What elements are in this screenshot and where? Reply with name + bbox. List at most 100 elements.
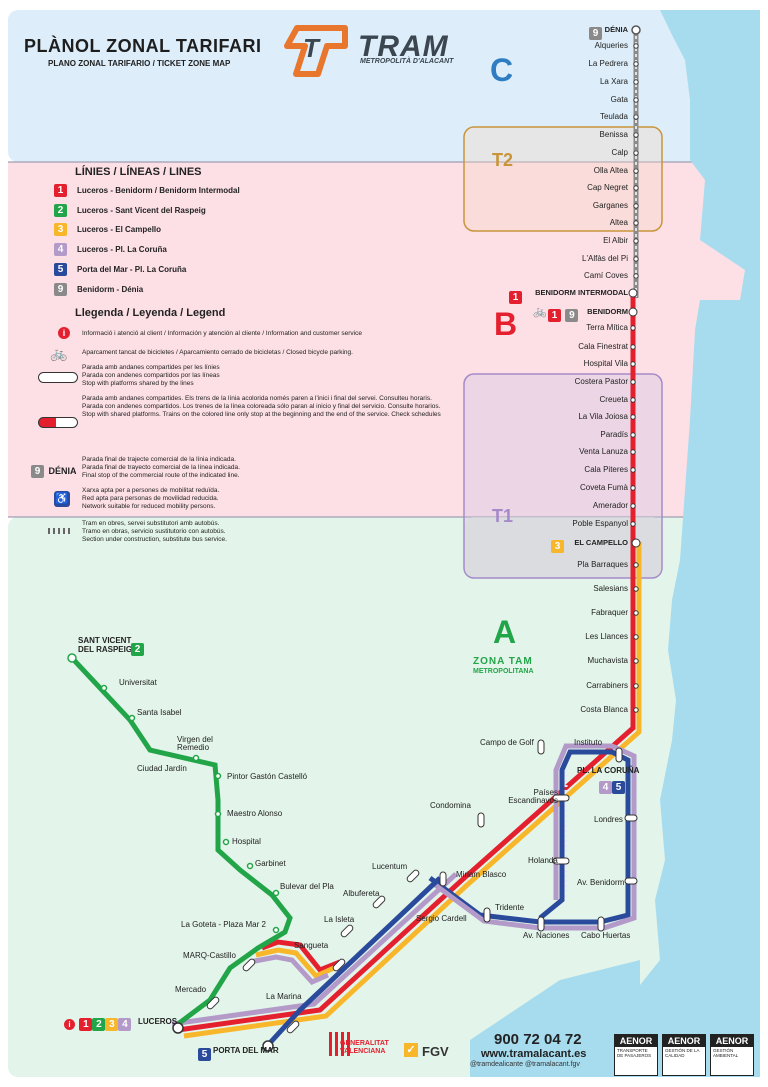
station-la-xara[interactable]: La Xara — [599, 77, 628, 86]
station-la-goteta[interactable]: La Goteta - Plaza Mar 2 — [181, 920, 266, 929]
station-fabraquer[interactable]: Fabraquer — [591, 608, 628, 617]
station-muchavista[interactable]: Muchavista — [587, 656, 628, 665]
station-cap-negret[interactable]: Cap Negret — [587, 183, 628, 192]
station-sergio-cardell[interactable]: Sergio Cardell — [416, 914, 467, 923]
station-terra-m-tica[interactable]: Terra Mítica — [586, 323, 628, 332]
station-alqueries[interactable]: Alqueries — [594, 41, 628, 50]
station-stop-marker — [633, 61, 639, 67]
station-hospital-vila[interactable]: Hospital Vila — [583, 359, 628, 368]
station-costa-blanca[interactable]: Costa Blanca — [580, 705, 628, 714]
station-hospital[interactable]: Hospital — [232, 837, 261, 846]
station-albufereta[interactable]: Albufereta — [343, 889, 380, 898]
station-luceros[interactable]: LUCEROS — [138, 1017, 178, 1026]
footer-social[interactable]: @tramdealicante @tramalacant.fgv — [470, 1061, 580, 1068]
station-olla-altea[interactable]: Olla Altea — [593, 166, 628, 175]
station-stop-marker — [633, 150, 639, 156]
zone-c-label: C — [490, 52, 514, 88]
station-calp[interactable]: Calp — [611, 148, 628, 157]
station-pla-barraques[interactable]: Pla Barraques — [577, 560, 628, 569]
station-cala-piteres[interactable]: Cala Piteres — [584, 465, 628, 474]
station-benidorm-intermodal[interactable]: BENIDORM INTERMODAL — [535, 288, 628, 297]
station-lucentum[interactable]: Lucentum — [372, 862, 408, 871]
station-tridente[interactable]: Tridente — [495, 903, 525, 912]
station-pintor-gaston[interactable]: Pintor Gastón Castelló — [227, 772, 308, 781]
page-title: PLÀNOL ZONAL TARIFARI — [24, 36, 262, 56]
station-bulevar-del-pla[interactable]: Bulevar del Pla — [280, 882, 334, 891]
station-la-pedrera[interactable]: La Pedrera — [588, 59, 628, 68]
station-l-alf-s-del-pi[interactable]: L'Alfàs del Pi — [582, 254, 628, 263]
station-marq-castillo[interactable]: MARQ-Castillo — [183, 951, 236, 960]
station-santa-isabel[interactable]: Santa Isabel — [137, 708, 182, 717]
station-av-naciones[interactable]: Av. Naciones — [523, 931, 570, 940]
brand-subtitle: METROPOLITÀ D'ALACANT — [360, 58, 454, 65]
station-la-isleta[interactable]: La Isleta — [324, 915, 355, 924]
station-porta-del-mar[interactable]: PORTA DEL MAR — [213, 1046, 279, 1055]
line-badge: 2 — [54, 203, 67, 217]
zone-c-area — [8, 10, 760, 162]
station-cabo-huertas[interactable]: Cabo Huertas — [581, 931, 631, 940]
legend-heading: Llegenda / Leyenda / Legend — [75, 307, 226, 319]
station-amerador[interactable]: Amerador — [592, 501, 628, 510]
station-venta-lanuza[interactable]: Venta Lanuza — [579, 447, 628, 456]
aenor-text: GESTIÓN AMBIENTAL — [713, 1048, 739, 1058]
station-holanda[interactable]: Holanda — [528, 856, 558, 865]
station-miriam-blasco[interactable]: Miriam Blasco — [456, 870, 507, 879]
station-londres[interactable]: Londres — [594, 815, 623, 824]
line-2-track — [70, 656, 293, 1026]
station-mercado[interactable]: Mercado — [175, 985, 207, 994]
station-d-nia[interactable]: DÉNIA — [604, 25, 628, 34]
station-benidorm[interactable]: BENIDORM — [587, 307, 628, 316]
station-poble-espanyol[interactable]: Poble Espanyol — [572, 519, 628, 528]
station-gata[interactable]: Gata — [610, 95, 628, 104]
station-paises-escandinavos[interactable]: Países Escandinavos — [508, 788, 558, 805]
station-maestro-alonso[interactable]: Maestro Alonso — [227, 809, 283, 818]
station-instituto[interactable]: Instituto — [574, 738, 603, 747]
station-cam-coves[interactable]: Camí Coves — [583, 271, 628, 280]
station-benissa[interactable]: Benissa — [599, 130, 628, 139]
station-sant-vicent[interactable]: SANT VICENT DEL RASPEIG — [78, 636, 133, 654]
station-el-campello[interactable]: EL CAMPELLO — [574, 538, 628, 547]
station-coveta-fum-[interactable]: Coveta Fumà — [579, 483, 628, 492]
station-pl-la-coruna[interactable]: PL. LA CORUÑA — [577, 766, 640, 775]
station-campo-golf[interactable]: Campo de Golf — [480, 738, 534, 747]
station-stop-marker — [633, 707, 639, 713]
station-la-marina[interactable]: La Marina — [266, 992, 302, 1001]
line-badge: 4 — [54, 243, 67, 257]
station-sangueta[interactable]: Sangueta — [294, 941, 329, 950]
generalitat-logo-icon — [326, 1030, 352, 1060]
footer-phone[interactable]: 900 72 04 72 — [494, 1031, 582, 1048]
station-av-benidorm[interactable]: Av. Benidorm — [577, 878, 625, 887]
station-garbinet[interactable]: Garbinet — [255, 859, 286, 868]
station-creueta[interactable]: Creueta — [599, 395, 628, 404]
station-costera-pastor[interactable]: Costera Pastor — [574, 377, 628, 386]
station-garganes[interactable]: Garganes — [592, 201, 628, 210]
station-cala-finestrat[interactable]: Cala Finestrat — [578, 342, 628, 351]
station-les-llances[interactable]: Les Llances — [585, 632, 628, 641]
station-universitat[interactable]: Universitat — [119, 678, 157, 687]
shared-colored-platform-icon — [38, 417, 78, 428]
station-stop-marker — [633, 273, 639, 279]
bicycle-parking-icon: 🚲 — [50, 345, 68, 361]
station-virgen-del-remedio[interactable]: Virgen del Remedio — [177, 735, 213, 752]
station-la-vila-joiosa[interactable]: La Vila Joiosa — [578, 412, 628, 421]
legend-final: Parada final de trajecte comercial de la… — [82, 456, 240, 479]
station-stop-marker — [630, 521, 636, 527]
shared-platform-icon — [38, 372, 78, 383]
line-9-badge: 9 — [31, 465, 44, 478]
final-stop-example-label: DÉNIA — [48, 466, 77, 476]
sant-vicent-badge: 2 — [131, 639, 144, 657]
line-4-track — [171, 872, 458, 1027]
station-ciudad-jardin[interactable]: Ciudad Jardín — [137, 764, 187, 773]
station-el-albir[interactable]: El Albir — [603, 236, 628, 245]
station-condomina[interactable]: Condomina — [430, 801, 471, 810]
footer-website[interactable]: www.tramalacant.es — [481, 1048, 587, 1060]
station-parad-s[interactable]: Paradís — [600, 430, 628, 439]
station-altea[interactable]: Altea — [609, 218, 628, 227]
station-teulada[interactable]: Teulada — [599, 112, 628, 121]
station-salesians[interactable]: Salesians — [593, 584, 628, 593]
station-carrabiners[interactable]: Carrabiners — [586, 681, 628, 690]
info-icon: i — [58, 327, 70, 339]
